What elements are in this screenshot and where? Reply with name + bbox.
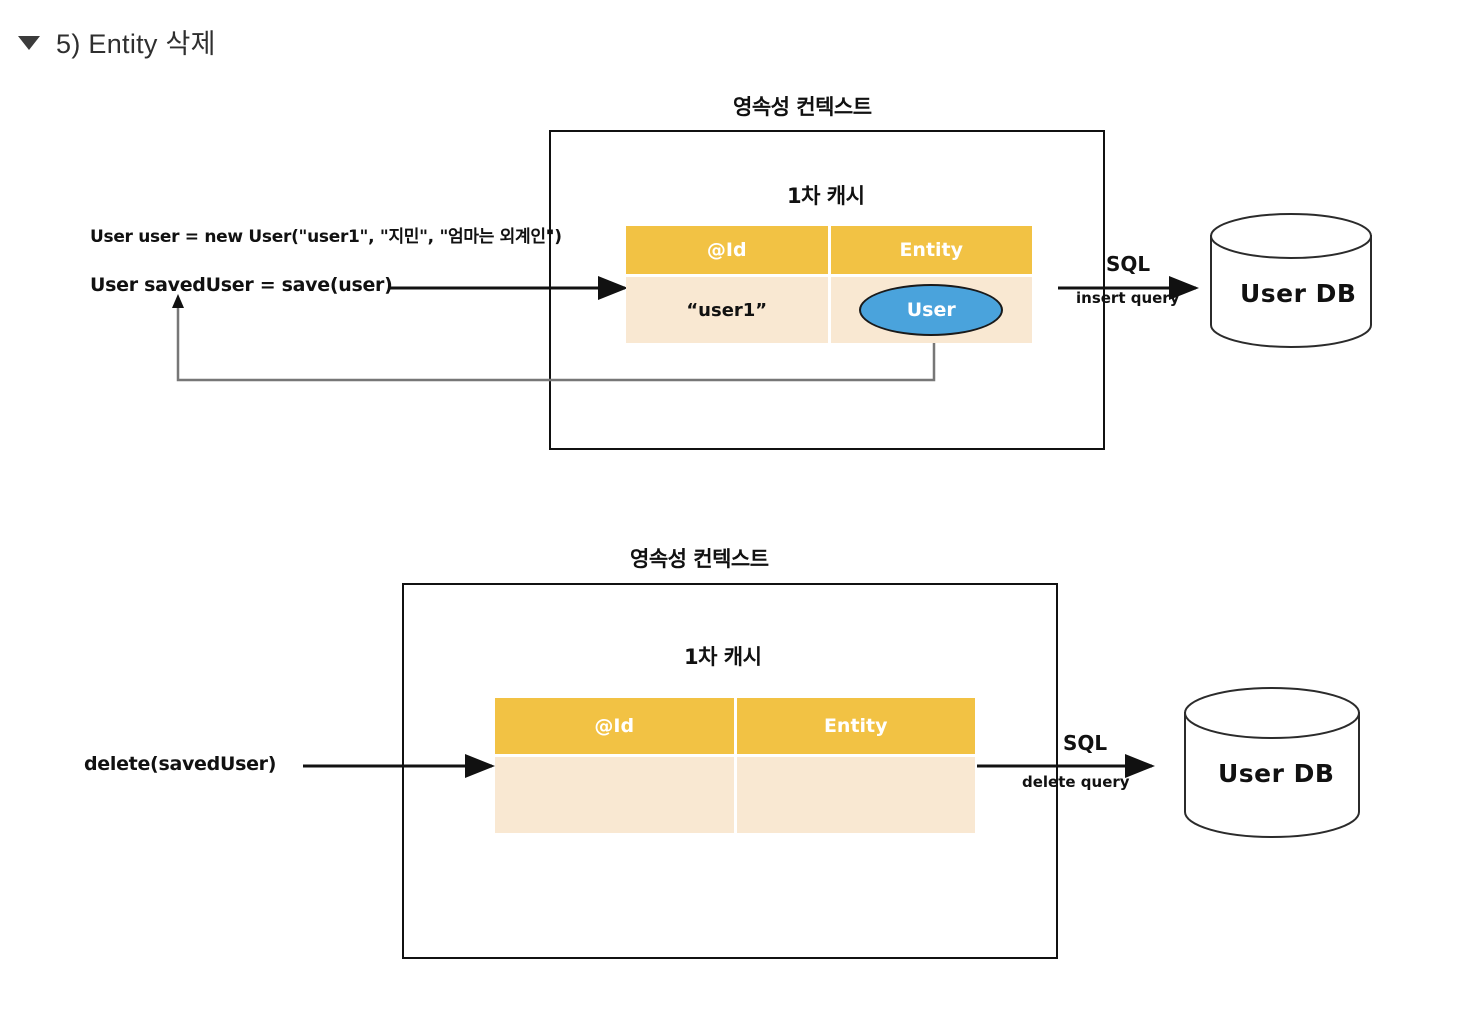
database-label-1: User DB [1240, 279, 1357, 308]
cache-table-1-header-id: @Id [626, 226, 828, 274]
cache-table-1-cell-entity: User [830, 277, 1032, 343]
cache-table-1-cell-id: “user1” [626, 277, 828, 343]
cache-table-2-cell-entity [736, 757, 975, 833]
code-line-new-user: User user = new User("user1", "지민", "엄마는… [90, 227, 562, 247]
page-heading: 5) Entity 삭제 [18, 22, 216, 61]
cache-title-1: 1차 캐시 [787, 184, 865, 208]
collapse-triangle-icon[interactable] [18, 36, 40, 50]
page-title: 5) Entity 삭제 [56, 29, 216, 59]
return-arrowhead-1 [172, 294, 184, 308]
cache-table-2: @Id Entity [495, 698, 975, 833]
code-line-save-user: User savedUser = save(user) [90, 274, 393, 296]
database-label-2: User DB [1218, 759, 1335, 788]
code-line-delete-user: delete(savedUser) [84, 753, 277, 775]
entity-ellipse-user: User [859, 284, 1004, 336]
sql-query-label-2: delete query [1022, 773, 1130, 791]
cache-title-2: 1차 캐시 [684, 645, 762, 669]
persistence-context-title-2: 영속성 컨텍스트 [630, 547, 769, 571]
persistence-context-title-1: 영속성 컨텍스트 [733, 95, 872, 119]
cache-table-1: @Id Entity “user1” User [626, 226, 1032, 343]
cache-table-2-cell-id [495, 757, 734, 833]
cache-table-1-header-entity: Entity [830, 226, 1032, 274]
sql-label-1: SQL [1106, 252, 1151, 276]
cache-table-2-header-entity: Entity [736, 698, 975, 754]
sql-label-2: SQL [1063, 731, 1108, 755]
sql-query-label-1: insert query [1076, 289, 1180, 307]
cache-table-2-header-id: @Id [495, 698, 734, 754]
